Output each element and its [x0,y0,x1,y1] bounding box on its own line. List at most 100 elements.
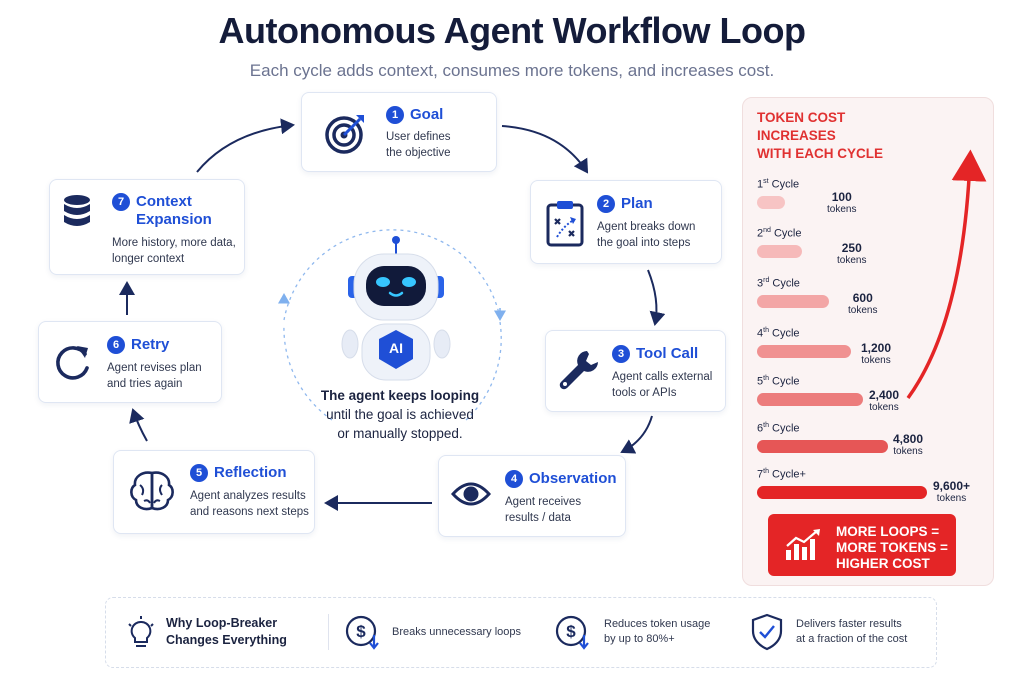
step-desc-line: tools or APIs [612,387,677,399]
benefit-line: Reduces token usage [604,618,711,630]
database-icon [64,195,90,226]
step-desc-line: the goal into steps [597,237,691,249]
robot-icon [341,236,451,381]
step-desc-line: and tries again [107,378,183,390]
step-number-badge: 5 [190,464,208,482]
step-title: Retry [131,336,170,353]
step-desc-line: Agent revises plan [107,362,202,374]
lightbulb-icon [128,616,154,647]
arrow-context-to-goal [196,118,295,173]
step-desc-line: Agent breaks down [597,221,696,233]
step-title: Context [136,193,192,210]
heading-line: TOKEN COST [757,110,846,125]
brain-icon [130,471,174,511]
center-line2: until the goal is achieved [326,407,474,422]
center-caption: The agent keeps looping until the goal i… [300,386,500,443]
page-subtitle: Each cycle adds context, consumes more t… [249,61,775,80]
headline-line: Changes Everything [166,633,287,647]
step-title: Reflection [214,464,287,481]
cost-line: HIGHER COST [836,556,930,571]
page-title: Autonomous Agent Workflow Loop [218,10,806,51]
heading-line: INCREASES [757,128,836,143]
benefits-bar: Why Loop-Breaker Changes Everything $ Br… [105,597,937,668]
robot-ai-badge: AI [389,340,403,356]
dollar-down-icon: $ [345,615,379,650]
step-desc-line: the objective [386,147,451,159]
divider [328,614,329,650]
dollar-down-icon: $ [555,615,589,650]
benefit-faster-results: Delivers faster results at a fraction of… [796,617,907,647]
step-card-observation[interactable]: 4 Observation Agent receives results / d… [438,455,626,537]
retry-icon [56,346,89,380]
cycle-token-bar [757,440,888,453]
cycle-token-bar [757,245,802,258]
headline-line: Why Loop-Breaker [166,616,278,630]
cost-line: MORE LOOPS = [836,524,940,539]
arrow-goal-to-plan [501,125,589,174]
arrow-reflection-to-retry [129,408,148,442]
step-card-context-expansion[interactable]: 7 Context Expansion More history, more d… [49,179,245,275]
benefits-headline: Why Loop-Breaker Changes Everything [166,615,287,649]
cycle-label: 6th Cycle [757,422,800,435]
step-desc-line: results / data [505,512,571,524]
benefit-line: at a fraction of the cost [796,633,908,645]
center-line1: The agent keeps looping [320,388,480,403]
target-icon [325,115,364,154]
benefit-breaks-loops: Breaks unnecessary loops [392,626,522,638]
step-number-badge: 4 [505,470,523,488]
step-number-badge: 1 [386,106,404,124]
step-number-badge: 3 [612,345,630,363]
cycle-label: 2nd Cycle [757,227,802,240]
step-number-badge: 7 [112,193,130,211]
cost-callout: MORE LOOPS = MORE TOKENS = HIGHER COST [768,514,956,576]
shield-check-icon [751,613,783,651]
benefit-reduces-tokens: Reduces token usage by up to 80%+ [604,617,710,647]
step-card-retry[interactable]: 6 Retry Agent revises plan and tries aga… [38,321,222,403]
center-line3: or manually stopped. [337,426,463,441]
cycle-label: 1st Cycle [757,178,800,191]
step-title: Tool Call [636,345,699,362]
dashed-loop-circle [283,229,501,321]
step-desc-line: User defines [386,131,451,143]
wrench-icon [559,351,598,390]
svg-text:$: $ [566,622,576,641]
rising-chart-icon [786,529,820,560]
step-title: Goal [410,106,444,123]
step-desc-line: Agent analyzes results [190,490,306,502]
step-card-plan[interactable]: 2 Plan Agent breaks down the goal into s… [530,180,722,264]
step-number-badge: 6 [107,336,125,354]
cycle-token-bar [757,393,863,406]
cycle-token-bar [757,295,829,308]
cycle-token-bar [757,196,785,209]
step-desc-line: More history, more data, [112,237,236,249]
step-title: Observation [529,470,617,487]
step-card-reflection[interactable]: 5 Reflection Agent analyzes results and … [113,450,315,534]
step-card-goal[interactable]: 1 Goal User defines the objective [301,92,497,172]
cycle-token-bar [757,345,851,358]
cycle-token-value: 9,600+tokens [933,479,971,504]
benefit-line: by up to 80%+ [604,633,675,645]
token-panel-heading: TOKEN COST INCREASES WITH EACH CYCLE [757,109,917,163]
arrow-toolcall-to-observation [620,415,653,454]
arrow-plan-to-toolcall [647,269,666,326]
step-number-badge: 2 [597,195,615,213]
step-title: Plan [621,195,653,212]
cycle-label: 7th Cycle+ [757,468,806,481]
step-card-tool-call[interactable]: 3 Tool Call Agent calls external tools o… [545,330,726,412]
step-desc-line: longer context [112,253,185,265]
cycle-token-bar [757,486,927,499]
step-desc-line: and reasons next steps [190,506,309,518]
cycle-label: 4th Cycle [757,327,800,340]
benefit-line: Delivers faster results [796,618,902,630]
cost-line: MORE TOKENS = [836,540,948,555]
eye-icon [451,482,491,506]
cycle-label: 3rd Cycle [757,277,800,290]
clipboard-plan-icon [546,201,584,247]
